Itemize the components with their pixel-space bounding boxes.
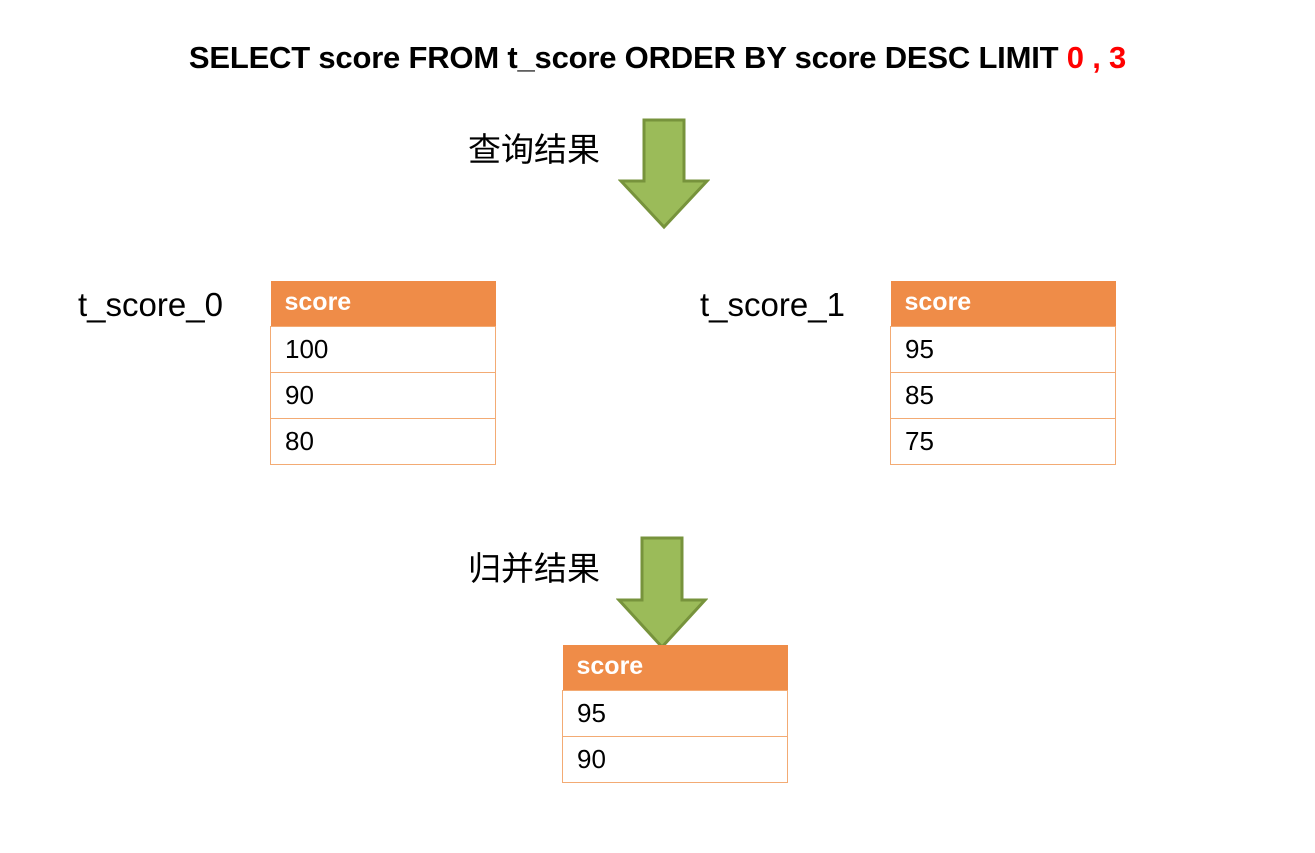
table-t-score-0: score 100 90 80: [270, 281, 496, 465]
table-header-row: score: [890, 281, 1116, 327]
cell-score: 95: [562, 690, 788, 737]
sql-limit-values: 0 , 3: [1066, 40, 1127, 75]
table-caption-t-score-1: t_score_1: [700, 286, 845, 323]
table-row: 90: [270, 372, 496, 419]
column-header-score: score: [270, 281, 496, 327]
cell-score: 75: [890, 418, 1116, 465]
arrow-down-icon: [616, 536, 708, 650]
table-row: 85: [890, 372, 1116, 419]
table-caption-t-score-0: t_score_0: [78, 286, 223, 323]
sql-statement-text: SELECT score FROM t_score ORDER BY score…: [188, 40, 1067, 75]
query-result-label: 查询结果: [468, 131, 600, 168]
column-header-score: score: [890, 281, 1116, 327]
table-row: 95: [890, 326, 1116, 373]
cell-score: 80: [270, 418, 496, 465]
column-header-score: score: [562, 645, 788, 691]
arrow-down-icon: [618, 118, 710, 230]
cell-score: 90: [562, 736, 788, 783]
table-row: 95: [562, 690, 788, 737]
cell-score: 90: [270, 372, 496, 419]
table-row: 100: [270, 326, 496, 373]
table-merged-result: score 95 90: [562, 645, 788, 783]
merge-result-label: 归并结果: [468, 550, 600, 587]
table-header-row: score: [270, 281, 496, 327]
cell-score: 95: [890, 326, 1116, 373]
table-row: 80: [270, 418, 496, 465]
page-title: SELECT score FROM t_score ORDER BY score…: [0, 40, 1315, 76]
table-header-row: score: [562, 645, 788, 691]
table-t-score-1: score 95 85 75: [890, 281, 1116, 465]
cell-score: 100: [270, 326, 496, 373]
table-row: 75: [890, 418, 1116, 465]
cell-score: 85: [890, 372, 1116, 419]
table-row: 90: [562, 736, 788, 783]
